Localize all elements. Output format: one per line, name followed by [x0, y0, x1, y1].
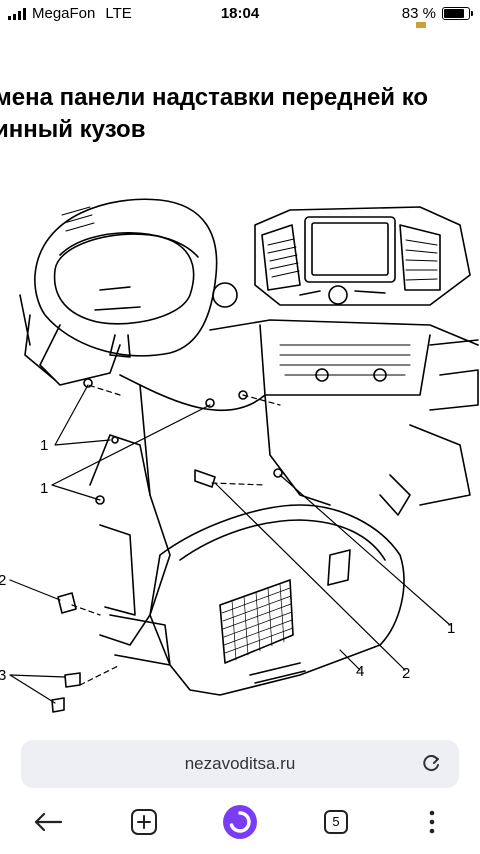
- screws: [51, 378, 283, 713]
- address-bar[interactable]: nezavoditsa.ru: [21, 740, 459, 788]
- carrier-name: MegaFon: [32, 5, 96, 22]
- new-tab-button[interactable]: [126, 804, 162, 840]
- callout-2a: 2: [0, 572, 6, 589]
- signal-icon: [8, 7, 26, 20]
- lower-panel: [149, 504, 405, 696]
- callout-1b: 1: [40, 480, 48, 497]
- battery-icon: [442, 7, 473, 20]
- status-bar: MegaFon LTE 18:04 83 %: [0, 0, 480, 30]
- alice-assistant-icon: [223, 805, 257, 839]
- carrier-info: MegaFon LTE: [8, 5, 132, 22]
- steering-hub: [53, 233, 195, 325]
- center-console-top: [254, 206, 471, 306]
- battery-percent: 83 %: [401, 5, 436, 22]
- arrow-left-icon: [34, 812, 63, 832]
- callout-1a: 1: [40, 437, 48, 454]
- kebab-menu-icon: [429, 810, 435, 834]
- tab-count: 5: [332, 814, 340, 829]
- notification-icon: [416, 22, 426, 28]
- clock: 18:04: [220, 5, 260, 22]
- steering-wheel-outline: [34, 198, 218, 357]
- callout-2b: 2: [402, 665, 410, 682]
- callout-4: 4: [356, 663, 364, 680]
- assistant-button[interactable]: [222, 804, 258, 840]
- reload-icon[interactable]: [421, 752, 443, 774]
- speaker-grille: [219, 579, 294, 664]
- menu-button[interactable]: [414, 804, 450, 840]
- title-line-1: мена панели надставки передней ко: [0, 84, 429, 111]
- display-screen: [304, 216, 396, 283]
- browser-nav-bar: 5: [0, 790, 480, 854]
- battery-status: 83 %: [401, 5, 473, 22]
- url-text[interactable]: nezavoditsa.ru: [184, 754, 296, 773]
- title-line-2: инный кузов: [0, 116, 146, 143]
- callout-3: 3: [0, 667, 6, 684]
- back-button[interactable]: [30, 804, 66, 840]
- plus-square-icon: [131, 809, 157, 835]
- tabs-count-icon: 5: [324, 810, 348, 834]
- page-title: мена панели надставки передней ко инный …: [0, 82, 428, 146]
- network-type: LTE: [105, 5, 132, 22]
- callout-1c: 1: [447, 620, 455, 637]
- dashboard-diagram: 1 1 1 2 2 3 4: [0, 198, 479, 713]
- tabs-button[interactable]: 5: [318, 804, 354, 840]
